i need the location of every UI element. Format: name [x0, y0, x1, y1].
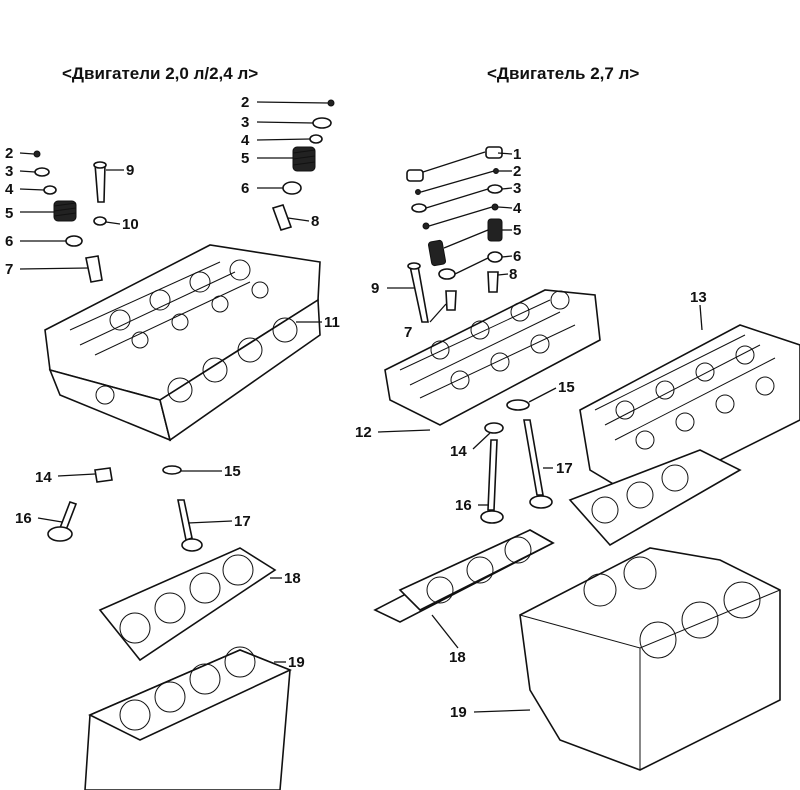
callout-r6: 6 [513, 248, 521, 265]
bolt-left [94, 163, 106, 203]
callout-r1: 1 [513, 146, 521, 163]
callout-3: 3 [5, 163, 13, 180]
spring-seat-left [43, 185, 57, 195]
callout-7: 7 [5, 261, 13, 278]
valve-springs-right [427, 218, 503, 267]
valve-guide-left-b [271, 204, 293, 231]
valve-guide-left [85, 255, 103, 283]
head-gasket-right-upper [568, 449, 742, 547]
valve-key-left [33, 150, 41, 158]
callout-2b: 2 [241, 94, 249, 111]
callout-r16: 16 [455, 497, 472, 514]
exhaust-valve-left [177, 499, 203, 552]
callout-3b: 3 [241, 114, 249, 131]
exhaust-valve-right [523, 419, 553, 509]
oil-seal-left [162, 465, 182, 475]
left-callout-labels: 2 3 4 5 6 7 2 3 4 5 6 8 9 10 11 14 15 16… [5, 94, 340, 671]
callout-r7: 7 [404, 324, 412, 341]
intake-valve-right [480, 439, 504, 524]
callout-11: 11 [324, 314, 340, 331]
callout-r3: 3 [513, 180, 521, 197]
callout-8: 8 [311, 213, 319, 230]
valve-seal-left [65, 235, 83, 247]
callout-19: 19 [288, 654, 305, 671]
intake-valve-left [47, 500, 78, 542]
callout-r15: 15 [558, 379, 575, 396]
valve-seal-right-14 [484, 422, 504, 434]
callout-5: 5 [5, 205, 13, 222]
callout-14: 14 [35, 469, 52, 486]
cylinder-head-left [44, 244, 321, 442]
callout-r8: 8 [509, 266, 517, 283]
head-gasket-left [98, 547, 277, 662]
callout-r12: 12 [355, 424, 372, 441]
callout-9: 9 [126, 162, 134, 179]
callout-r2: 2 [513, 163, 521, 180]
cylinder-head-right-12 [384, 289, 601, 426]
callout-5b: 5 [241, 150, 249, 167]
callout-4b: 4 [241, 132, 250, 149]
callout-10: 10 [122, 216, 139, 233]
callout-r9: 9 [371, 280, 379, 297]
callout-r5: 5 [513, 222, 521, 239]
left-heading: <Двигатели 2,0 л/2,4 л> [62, 64, 258, 83]
callout-6: 6 [5, 233, 13, 250]
left-exploded-view: 2 3 4 5 6 7 2 3 4 5 6 8 9 10 11 14 15 16… [5, 94, 340, 790]
oil-seal-right-15 [506, 399, 530, 411]
retainer-left [34, 167, 50, 177]
callout-6b: 6 [241, 180, 249, 197]
cylinder-block-right [519, 547, 781, 771]
callout-16: 16 [15, 510, 32, 527]
cylinder-head-right-13 [579, 324, 800, 501]
callout-15: 15 [224, 463, 241, 480]
head-gasket-right [373, 529, 555, 623]
retainer-left-b [312, 117, 332, 129]
callout-18: 18 [284, 570, 301, 587]
callout-r14: 14 [450, 443, 467, 460]
callout-r18: 18 [449, 649, 466, 666]
right-exploded-view: 1 2 3 4 5 6 8 9 7 13 15 12 14 17 16 18 1… [355, 146, 800, 771]
callout-2: 2 [5, 145, 13, 162]
valve-spring-left-b [292, 146, 316, 172]
right-heading: <Двигатель 2,7 л> [487, 64, 639, 83]
tappet-pair [406, 146, 503, 182]
spring-seat-left-b [309, 134, 323, 144]
callout-r19: 19 [450, 704, 467, 721]
cylinder-block-left [84, 646, 293, 790]
valve-seal-left-b [282, 181, 302, 195]
callout-4: 4 [5, 181, 14, 198]
callout-r17: 17 [556, 460, 573, 477]
callout-r13: 13 [690, 289, 707, 306]
washer-left [93, 216, 107, 226]
valve-spring-left [53, 200, 77, 222]
right-callout-labels: 1 2 3 4 5 6 8 9 7 13 15 12 14 17 16 18 1… [355, 146, 707, 721]
callout-17: 17 [234, 513, 251, 530]
valve-key-left-b [327, 99, 335, 107]
callout-r4: 4 [513, 200, 522, 217]
valve-seal-lower-left [94, 467, 113, 483]
